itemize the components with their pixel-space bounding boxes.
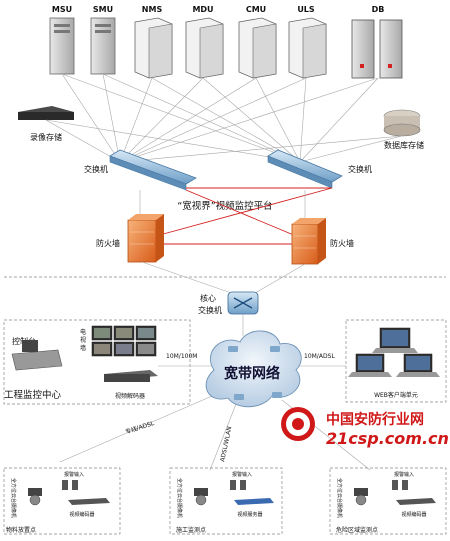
- site-name: 危险区域监测点: [336, 526, 378, 534]
- tv-wall: [91, 325, 157, 357]
- server-db: DB: [351, 5, 403, 79]
- encoder-label: 视频服务器: [237, 511, 262, 518]
- core-switch: 核心 交换机: [198, 291, 259, 336]
- core-switch-label-2: 交换机: [198, 305, 222, 315]
- site-danger: 全方位云台摄像机 报警输入 视频编码器 危险区域监测点: [329, 467, 447, 535]
- switch-left: 交换机: [84, 149, 197, 191]
- server-label: SMU: [93, 5, 113, 14]
- server-label: ULS: [297, 5, 315, 14]
- tv-wall-char-1: 电: [80, 328, 86, 336]
- encoder-label: 视频编码器: [69, 511, 94, 518]
- engineering-center-title: 工程监控中心: [4, 389, 62, 401]
- camera-vertical-label: 全方位云台摄像机: [336, 478, 343, 518]
- tv-wall-char-3: 墙: [80, 344, 86, 352]
- link-dedicated-label: 专线/ADSL: [124, 419, 156, 436]
- site-name: 物料放置点: [6, 526, 36, 534]
- redundancy-links: [155, 187, 333, 245]
- link-left-label: 10M/100M: [166, 353, 197, 360]
- server-label: DB: [372, 5, 385, 14]
- server-label: CMU: [246, 5, 266, 14]
- switch-left-label: 交换机: [84, 164, 108, 174]
- alarm-input-label: 报警输入: [232, 471, 252, 478]
- server-label: MSU: [52, 5, 72, 14]
- switch-right-label: 交换机: [348, 164, 372, 174]
- ptz-camera-icon: [194, 488, 208, 506]
- site-material: 全方位云台摄像机 报警输入 视频编码器 物料放置点: [3, 467, 121, 535]
- db-storage-label: 数据库存储: [384, 140, 424, 150]
- video-storage: 录像存储: [18, 106, 74, 142]
- server-nms: NMS: [134, 5, 173, 79]
- server-smu: SMU: [90, 5, 116, 75]
- ptz-camera-icon: [354, 488, 368, 506]
- cloud-label: 宽带网络: [224, 365, 280, 382]
- encoder-label: 视频编码器: [401, 511, 426, 518]
- server-mesh-links: [45, 73, 403, 163]
- switch-right: 交换机: [267, 149, 372, 189]
- server-msu: MSU: [49, 5, 75, 75]
- server-row: MSU SMU NMS MDU CMU ULS: [49, 5, 403, 79]
- site-name: 施工监测点: [176, 526, 206, 534]
- broadband-cloud: 宽带网络: [205, 330, 302, 408]
- watermark: 中国安防行业网 21csp.com.cn: [281, 407, 449, 448]
- core-switch-label-1: 核心: [200, 293, 216, 303]
- web-client-label: WEB客户端单元: [374, 391, 418, 399]
- watermark-url: 21csp.com.cn: [326, 429, 449, 448]
- camera-vertical-label: 全方位云台摄像机: [176, 478, 183, 518]
- video-decoder: 视频解码器: [104, 370, 158, 400]
- firewall-left-label: 防火墙: [96, 238, 120, 248]
- server-label: MDU: [192, 5, 213, 14]
- alarm-input-label: 报警输入: [64, 471, 84, 478]
- ptz-camera-icon: [28, 488, 42, 506]
- firewall-right: 防火墙: [291, 218, 354, 265]
- server-mdu: MDU: [185, 5, 224, 79]
- db-storage: 数据库存储: [383, 109, 424, 150]
- laptop: [348, 353, 392, 377]
- watermark-cn: 中国安防行业网: [326, 411, 424, 428]
- firewall-left: 防火墙: [96, 214, 164, 263]
- site-construction: 全方位云台摄像机 报警输入 视频服务器 施工监测点: [169, 467, 283, 535]
- tv-wall-char-2: 视: [80, 336, 86, 344]
- link-wlan-label: ADSL/WLAN: [219, 426, 233, 463]
- web-client-unit: WEB客户端单元: [345, 319, 447, 403]
- video-storage-label: 录像存储: [30, 132, 62, 142]
- alarm-input-label: 报警输入: [394, 471, 414, 478]
- camera-vertical-label: 全方位云台摄像机: [10, 478, 17, 518]
- laptop: [372, 327, 418, 353]
- firewall-right-label: 防火墙: [330, 238, 354, 248]
- server-uls: ULS: [288, 5, 327, 79]
- link-right-label: 10M/ADSL: [304, 353, 335, 360]
- decoder-label: 视频解码器: [115, 392, 145, 400]
- engineering-center: 控制台 电 视 墙 视频解码器 工程监控中心: [3, 319, 191, 405]
- laptop: [396, 353, 440, 377]
- server-cmu: CMU: [238, 5, 277, 79]
- server-label: NMS: [142, 5, 163, 14]
